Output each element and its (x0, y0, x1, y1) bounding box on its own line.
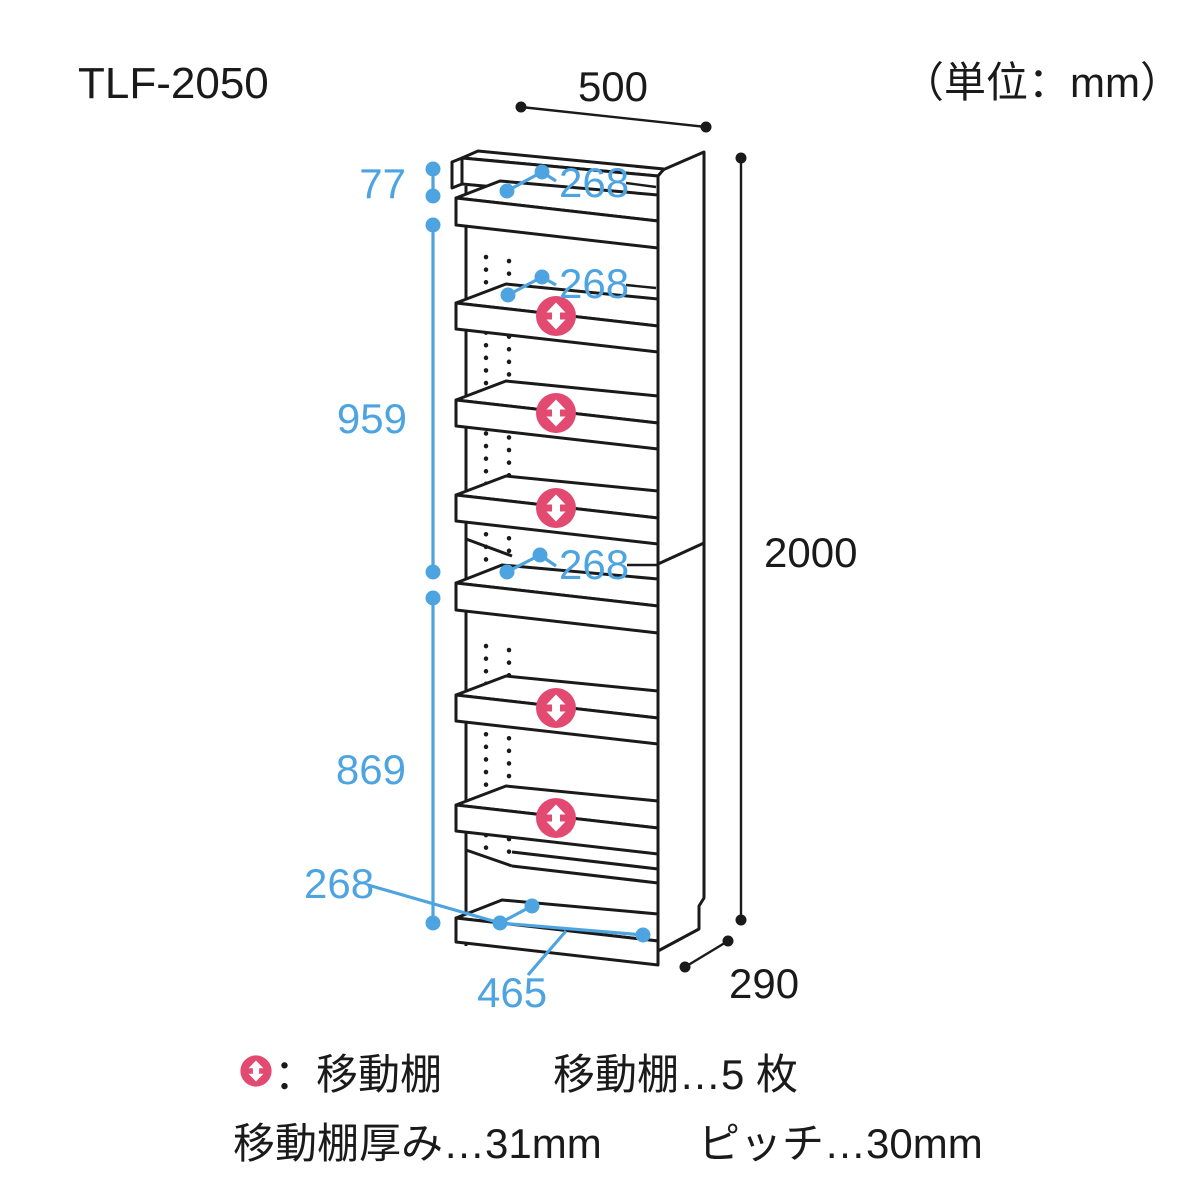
height-dim-label: 2000 (764, 529, 857, 576)
dim-dot-blue (532, 547, 548, 563)
unit-label: （単位：mm） (902, 59, 1182, 106)
legend: ：移動棚 移動棚…5 枚 移動棚厚み…31mm ピッチ…30mm (233, 1051, 983, 1167)
label-extension-line (625, 181, 657, 189)
inner-width-leader (526, 929, 568, 977)
depth-dim-line (684, 939, 729, 969)
dim-dot-blue (524, 898, 540, 914)
movable-shelf-icon (536, 798, 576, 838)
side-panel-joint-line (657, 541, 705, 566)
shelf-depth-leader (367, 883, 501, 925)
dim-dot-blue (499, 183, 515, 199)
dim-dot-blue (425, 564, 441, 580)
dim-dot (722, 935, 734, 947)
rail-height-label: 77 (359, 160, 406, 207)
right-side-panel (656, 150, 706, 953)
model-number-label: TLF-2050 (78, 59, 269, 108)
dim-dot-blue (425, 915, 441, 931)
dim-dot (679, 961, 691, 973)
inner-dimensions: 77 959 869 268 268 268 268 (304, 159, 651, 1016)
dim-dot-blue (425, 188, 441, 204)
middle-shelf-depth-label: 268 (559, 541, 629, 588)
lower-back-panel-edge (465, 848, 513, 868)
bottom-shelf-depth-label: 268 (304, 860, 374, 907)
top-board-front-face (454, 196, 660, 250)
width-dim-line (520, 105, 707, 129)
movable-shelf-icon (536, 488, 576, 528)
dim-dot (735, 152, 747, 164)
dim-dot-blue (500, 287, 516, 303)
dim-dot-blue (635, 927, 651, 943)
upper-back-panel-edge (465, 537, 513, 558)
outer-dimensions: 500 2000 290 (515, 63, 857, 1007)
dim-dot-blue (534, 164, 550, 180)
dim-dot-blue (534, 269, 550, 285)
movable-shelf-icon (536, 688, 576, 728)
dim-dot-blue (425, 590, 441, 606)
dim-dot-blue (499, 564, 515, 580)
legend-pitch-label: ピッチ…30mm (698, 1120, 983, 1167)
label-extension-line (625, 283, 657, 290)
movable-shelf-icon (536, 393, 576, 433)
kick-rail-bottom-edge (511, 864, 659, 885)
upper-section-label: 959 (337, 395, 407, 442)
upper-shelf-depth-label: 268 (559, 260, 629, 307)
dim-dot (735, 914, 747, 926)
inner-width-dim-line (499, 921, 644, 937)
depth-dim-label: 290 (729, 960, 799, 1007)
legend-count-label: 移動棚…5 枚 (553, 1051, 798, 1098)
dim-dot-blue (425, 217, 441, 233)
kick-rail-top-edge (511, 850, 659, 871)
dim-dot-blue (425, 161, 441, 177)
middle-board-front-face (454, 581, 660, 635)
top-shelf-depth-label: 268 (559, 159, 629, 206)
dim-dot (700, 121, 712, 133)
legend-icon-label: ：移動棚 (274, 1051, 442, 1098)
lower-section-label: 869 (336, 746, 406, 793)
dim-dot (515, 101, 527, 113)
legend-thickness-label: 移動棚厚み…31mm (233, 1120, 602, 1167)
movable-shelf-icon (240, 1055, 272, 1087)
width-dim-label: 500 (578, 63, 648, 110)
inner-width-label: 465 (477, 969, 547, 1016)
